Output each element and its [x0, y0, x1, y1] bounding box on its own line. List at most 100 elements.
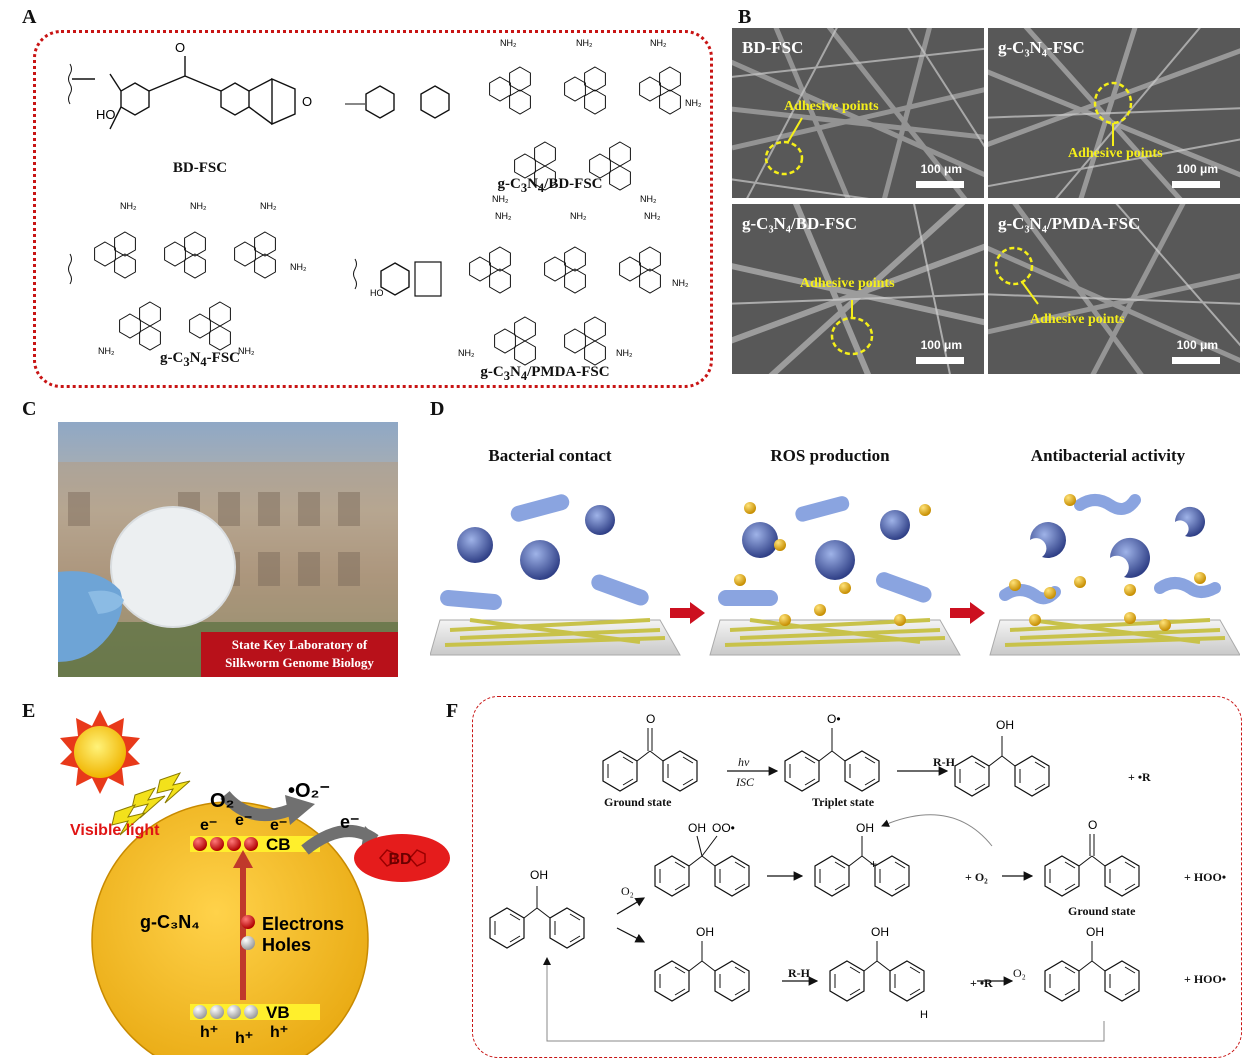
sem-fibers	[988, 204, 1240, 374]
ketyl-left-oh: OH	[530, 868, 548, 882]
plus-r-2: + •R	[970, 976, 993, 990]
h-plus-1: h⁺	[200, 1024, 218, 1041]
h-plus-3: h⁺	[270, 1024, 288, 1041]
sem-tile-gcn-fsc: g-C₃N₄-FSC Adhesive points 100 μm	[988, 28, 1240, 198]
gcn-pmda-nh2-3: NH₂	[644, 211, 661, 221]
gcn-fsc-nh2-2: NH₂	[190, 201, 207, 211]
ketyl-left	[489, 886, 585, 949]
benzophenone-regenerated	[1044, 834, 1140, 897]
vb-label: VB	[266, 1003, 290, 1022]
stage-2	[709, 496, 961, 656]
ground-state-2: Ground state	[1068, 904, 1136, 918]
sem-annotation: Adhesive points	[800, 276, 895, 291]
triplet-o: O•	[827, 712, 841, 726]
cyclohexadienyl	[829, 941, 925, 1002]
gcn-pmda-nh2-2: NH₂	[570, 211, 587, 221]
scale-label: 100 μm	[1176, 162, 1218, 176]
panel-a-structures: O HO O NH₂ NH₂ NH₂ NH₂ NH₂ NH₂ NH₂ NH₂ N…	[68, 38, 702, 366]
gcn-fsc-nh2-4: NH₂	[290, 262, 307, 272]
panel-label-b: B	[738, 6, 752, 28]
scale-label: 100 μm	[920, 338, 962, 352]
name-gcn-bd-fsc: g-C3N4/BD-FSC	[497, 176, 603, 195]
plus-hoo-1: + HOO•	[1184, 870, 1227, 884]
gcn-pmda-network	[353, 246, 661, 366]
sem-annotation: Adhesive points	[784, 99, 879, 114]
ketone-o: O	[646, 712, 655, 726]
sem-title: g-C₃N₄-FSC	[998, 38, 1085, 57]
gcn-fsc-nh2-5: NH₂	[98, 346, 115, 356]
photo-caption: State Key Laboratory of Silkworm Genome …	[201, 632, 398, 677]
lightning-icon	[111, 772, 191, 836]
panel-f-frame	[472, 696, 1242, 1058]
rh-label-1: R-H	[933, 755, 955, 769]
regen-o: O	[1088, 818, 1097, 832]
caption-line-2: Silkworm Genome Biology	[225, 655, 374, 670]
bacteria-schematic	[430, 494, 1240, 656]
superoxide-label: •O₂⁻	[288, 780, 330, 802]
visible-light-label: Visible light	[70, 822, 160, 839]
photocatalysis-diagram: BD O₂ •O₂⁻ e⁻ Visible light e⁻ e⁻ e⁻ CB …	[60, 710, 450, 1055]
gcn-pmda-nh2-6: NH₂	[616, 348, 633, 358]
name-bd-fsc: BD-FSC	[172, 160, 228, 176]
e-minus-3: e⁻	[270, 817, 287, 834]
stage-3	[989, 494, 1240, 656]
sem-title: g-C₃N₄/BD-FSC	[742, 214, 858, 233]
rh-label-2: R-H	[788, 966, 810, 980]
cation-oh: OH	[856, 821, 874, 835]
sem-annotation: Adhesive points	[1030, 312, 1125, 327]
stage-title-ros: ROS production	[770, 446, 890, 465]
gcn-fsc-network	[68, 231, 276, 351]
e-minus-2: e⁻	[235, 812, 252, 829]
name-gcn-fsc: g-C3N4-FSC	[159, 350, 240, 369]
peroxy-oh: OH	[688, 821, 706, 835]
sem-tile-bd-fsc: BD-FSC Adhesive points 100 μm	[732, 28, 984, 198]
gcn-bd-nh2-2: NH₂	[576, 38, 593, 48]
gcn-fsc-nh2-3: NH₂	[260, 201, 277, 211]
bd-ellipse	[354, 834, 450, 882]
caption-line-1: State Key Laboratory of	[231, 637, 368, 652]
stage-title-contact: Bacterial contact	[488, 446, 612, 465]
gcn-bd-nh2-3: NH₂	[650, 38, 667, 48]
e-transfer-label: e⁻	[340, 812, 360, 832]
quinoid-radical	[654, 941, 750, 1002]
bd-ho-atom: HO	[96, 107, 116, 122]
scale-label: 100 μm	[1176, 338, 1218, 352]
o2-label-2: O₂	[1013, 966, 1026, 980]
bd-label: BD	[388, 851, 411, 868]
gcn-fsc-nh2-6: NH₂	[238, 346, 255, 356]
ground-state-1: Ground state	[604, 795, 672, 809]
gcn-pmda-nh2-4: NH₂	[672, 278, 689, 288]
quinoid-product-oh: OH	[1086, 925, 1104, 939]
gcn-bd-nh2-6: NH₂	[640, 194, 657, 204]
sem-title: g-C₃N₄/PMDA-FSC	[998, 214, 1141, 233]
mechanism-scheme: O O• OH OH OH OO• OH + O	[489, 712, 1140, 1042]
scale-label: 100 μm	[920, 162, 962, 176]
isc-label: ISC	[736, 775, 754, 789]
gcn-fsc-nh2-1: NH₂	[120, 201, 137, 211]
sem-title: BD-FSC	[742, 38, 804, 57]
quinoid-oh: OH	[696, 925, 714, 939]
peroxy-intermediate	[654, 835, 750, 897]
stage-1	[430, 494, 681, 656]
plus-r-1: + •R	[1128, 770, 1151, 784]
material-label: g-C₃N₄	[140, 912, 200, 932]
hv-label: hv	[738, 755, 750, 769]
gcn-bd-nh2-1: NH₂	[500, 38, 517, 48]
arrow-1	[670, 602, 705, 624]
bd-anhydride-o: O	[302, 94, 312, 109]
scale-bar	[916, 357, 964, 364]
triplet-state: Triplet state	[812, 795, 875, 809]
plus-hoo-2: + HOO•	[1184, 972, 1227, 986]
cation-intermediate	[814, 836, 910, 897]
panel-label-e: E	[22, 700, 36, 722]
panel-a-frame	[33, 30, 713, 388]
scale-bar	[1172, 181, 1220, 188]
legend-holes: Holes	[262, 935, 311, 955]
scale-bar	[916, 181, 964, 188]
panel-label-a: A	[22, 6, 37, 28]
plus-superoxide: + O₂	[965, 870, 988, 884]
ketyl-oh: OH	[996, 718, 1014, 732]
panel-label-c: C	[22, 398, 37, 420]
benzophenone-ground	[602, 728, 698, 792]
stage-title-antibacterial: Antibacterial activity	[1030, 446, 1186, 465]
